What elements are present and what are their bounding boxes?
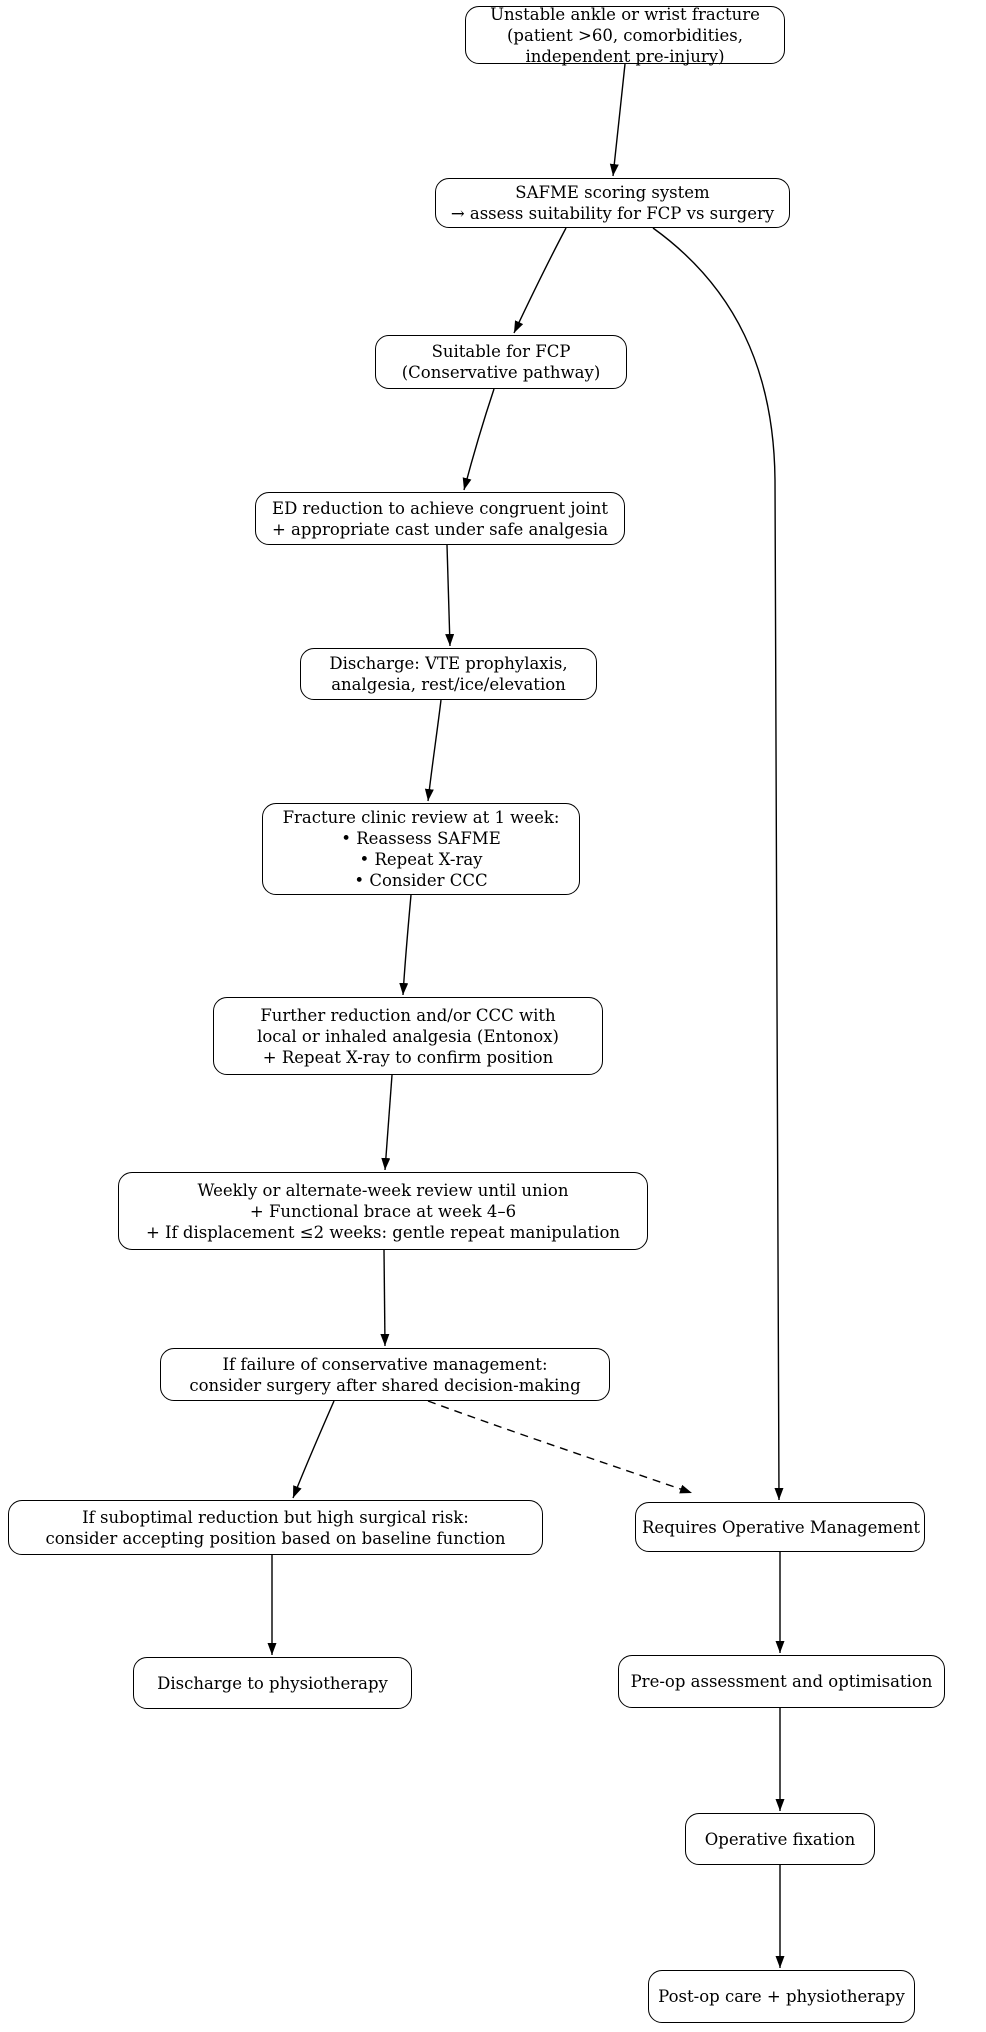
node-ed-reduction: ED reduction to achieve congruent joint … [255, 492, 625, 545]
node-text: consider surgery after shared decision-m… [189, 1375, 581, 1395]
edge-safme-fcp [513, 227, 567, 334]
node-discharge-physio: Discharge to physiotherapy [133, 1657, 412, 1709]
node-text: • Repeat X-ray [359, 850, 483, 869]
edge-further-weekly [381, 1074, 393, 1171]
node-text: + Functional brace at week 4–6 [249, 1201, 517, 1221]
node-text: consider accepting position based on bas… [45, 1528, 506, 1548]
node-text: (Conservative pathway) [401, 363, 601, 382]
edge-failure-operative-dashed [427, 1400, 693, 1494]
node-safme-scoring: SAFME scoring system → assess suitabilit… [435, 178, 790, 228]
node-text: ED reduction to achieve congruent joint [272, 498, 608, 518]
node-text: analgesia, rest/ice/elevation [331, 675, 566, 694]
node-discharge-vte: Discharge: VTE prophylaxis, analgesia, r… [300, 648, 597, 700]
node-text: Post-op care + physiotherapy [658, 1987, 905, 2006]
node-text: If failure of conservative management: [222, 1354, 548, 1374]
node-start: Unstable ankle or wrist fracture (patien… [465, 4, 785, 66]
node-text: Requires Operative Management [642, 1517, 921, 1537]
edge-discharge-clinic [424, 699, 442, 802]
node-further-reduction: Further reduction and/or CCC with local … [213, 997, 603, 1075]
node-preop-assessment: Pre-op assessment and optimisation [618, 1655, 945, 1708]
node-text: Unstable ankle or wrist fracture [490, 4, 760, 24]
node-text: Discharge: VTE prophylaxis, [329, 654, 568, 673]
edge-safme-operative [652, 227, 784, 1501]
node-text: Weekly or alternate-week review until un… [197, 1180, 569, 1200]
node-text: Suitable for FCP [431, 342, 571, 361]
node-suitable-fcp: Suitable for FCP (Conservative pathway) [375, 335, 627, 389]
node-text: Pre-op assessment and optimisation [630, 1672, 933, 1691]
node-requires-operative: Requires Operative Management [635, 1502, 925, 1552]
node-text: Fracture clinic review at 1 week: [282, 808, 560, 827]
node-text: SAFME scoring system [515, 183, 710, 202]
node-text: + Repeat X-ray to confirm position [262, 1047, 554, 1067]
node-text: Further reduction and/or CCC with [260, 1005, 556, 1025]
node-text: independent pre-injury) [525, 46, 725, 66]
edge-clinic-further [399, 894, 412, 996]
node-text: • Reassess SAFME [341, 829, 501, 848]
edge-ed-discharge [445, 544, 455, 647]
node-text: • Consider CCC [354, 871, 488, 890]
edge-fcp-ed [462, 388, 495, 491]
node-failure-conservative: If failure of conservative management: c… [160, 1348, 610, 1401]
node-text: → assess suitability for FCP vs surgery [450, 204, 775, 223]
node-text: Discharge to physiotherapy [157, 1673, 388, 1693]
node-suboptimal-accept: If suboptimal reduction but high surgica… [8, 1500, 543, 1555]
node-text: Operative fixation [704, 1829, 856, 1849]
node-text: local or inhaled analgesia (Entonox) [257, 1026, 559, 1046]
edge-failure-suboptimal [292, 1400, 335, 1499]
node-clinic-review: Fracture clinic review at 1 week: • Reas… [262, 803, 580, 895]
node-text: If suboptimal reduction but high surgica… [82, 1507, 469, 1527]
node-text: (patient >60, comorbidities, [506, 25, 744, 45]
node-operative-fixation: Operative fixation [685, 1813, 875, 1865]
edge-start-safme [609, 63, 626, 177]
node-text: + appropriate cast under safe analgesia [271, 519, 609, 539]
edge-weekly-failure [380, 1249, 390, 1347]
node-text: + If displacement ≤2 weeks: gentle repea… [145, 1222, 621, 1242]
node-postop-care: Post-op care + physiotherapy [648, 1970, 915, 2023]
node-weekly-review: Weekly or alternate-week review until un… [118, 1172, 648, 1250]
